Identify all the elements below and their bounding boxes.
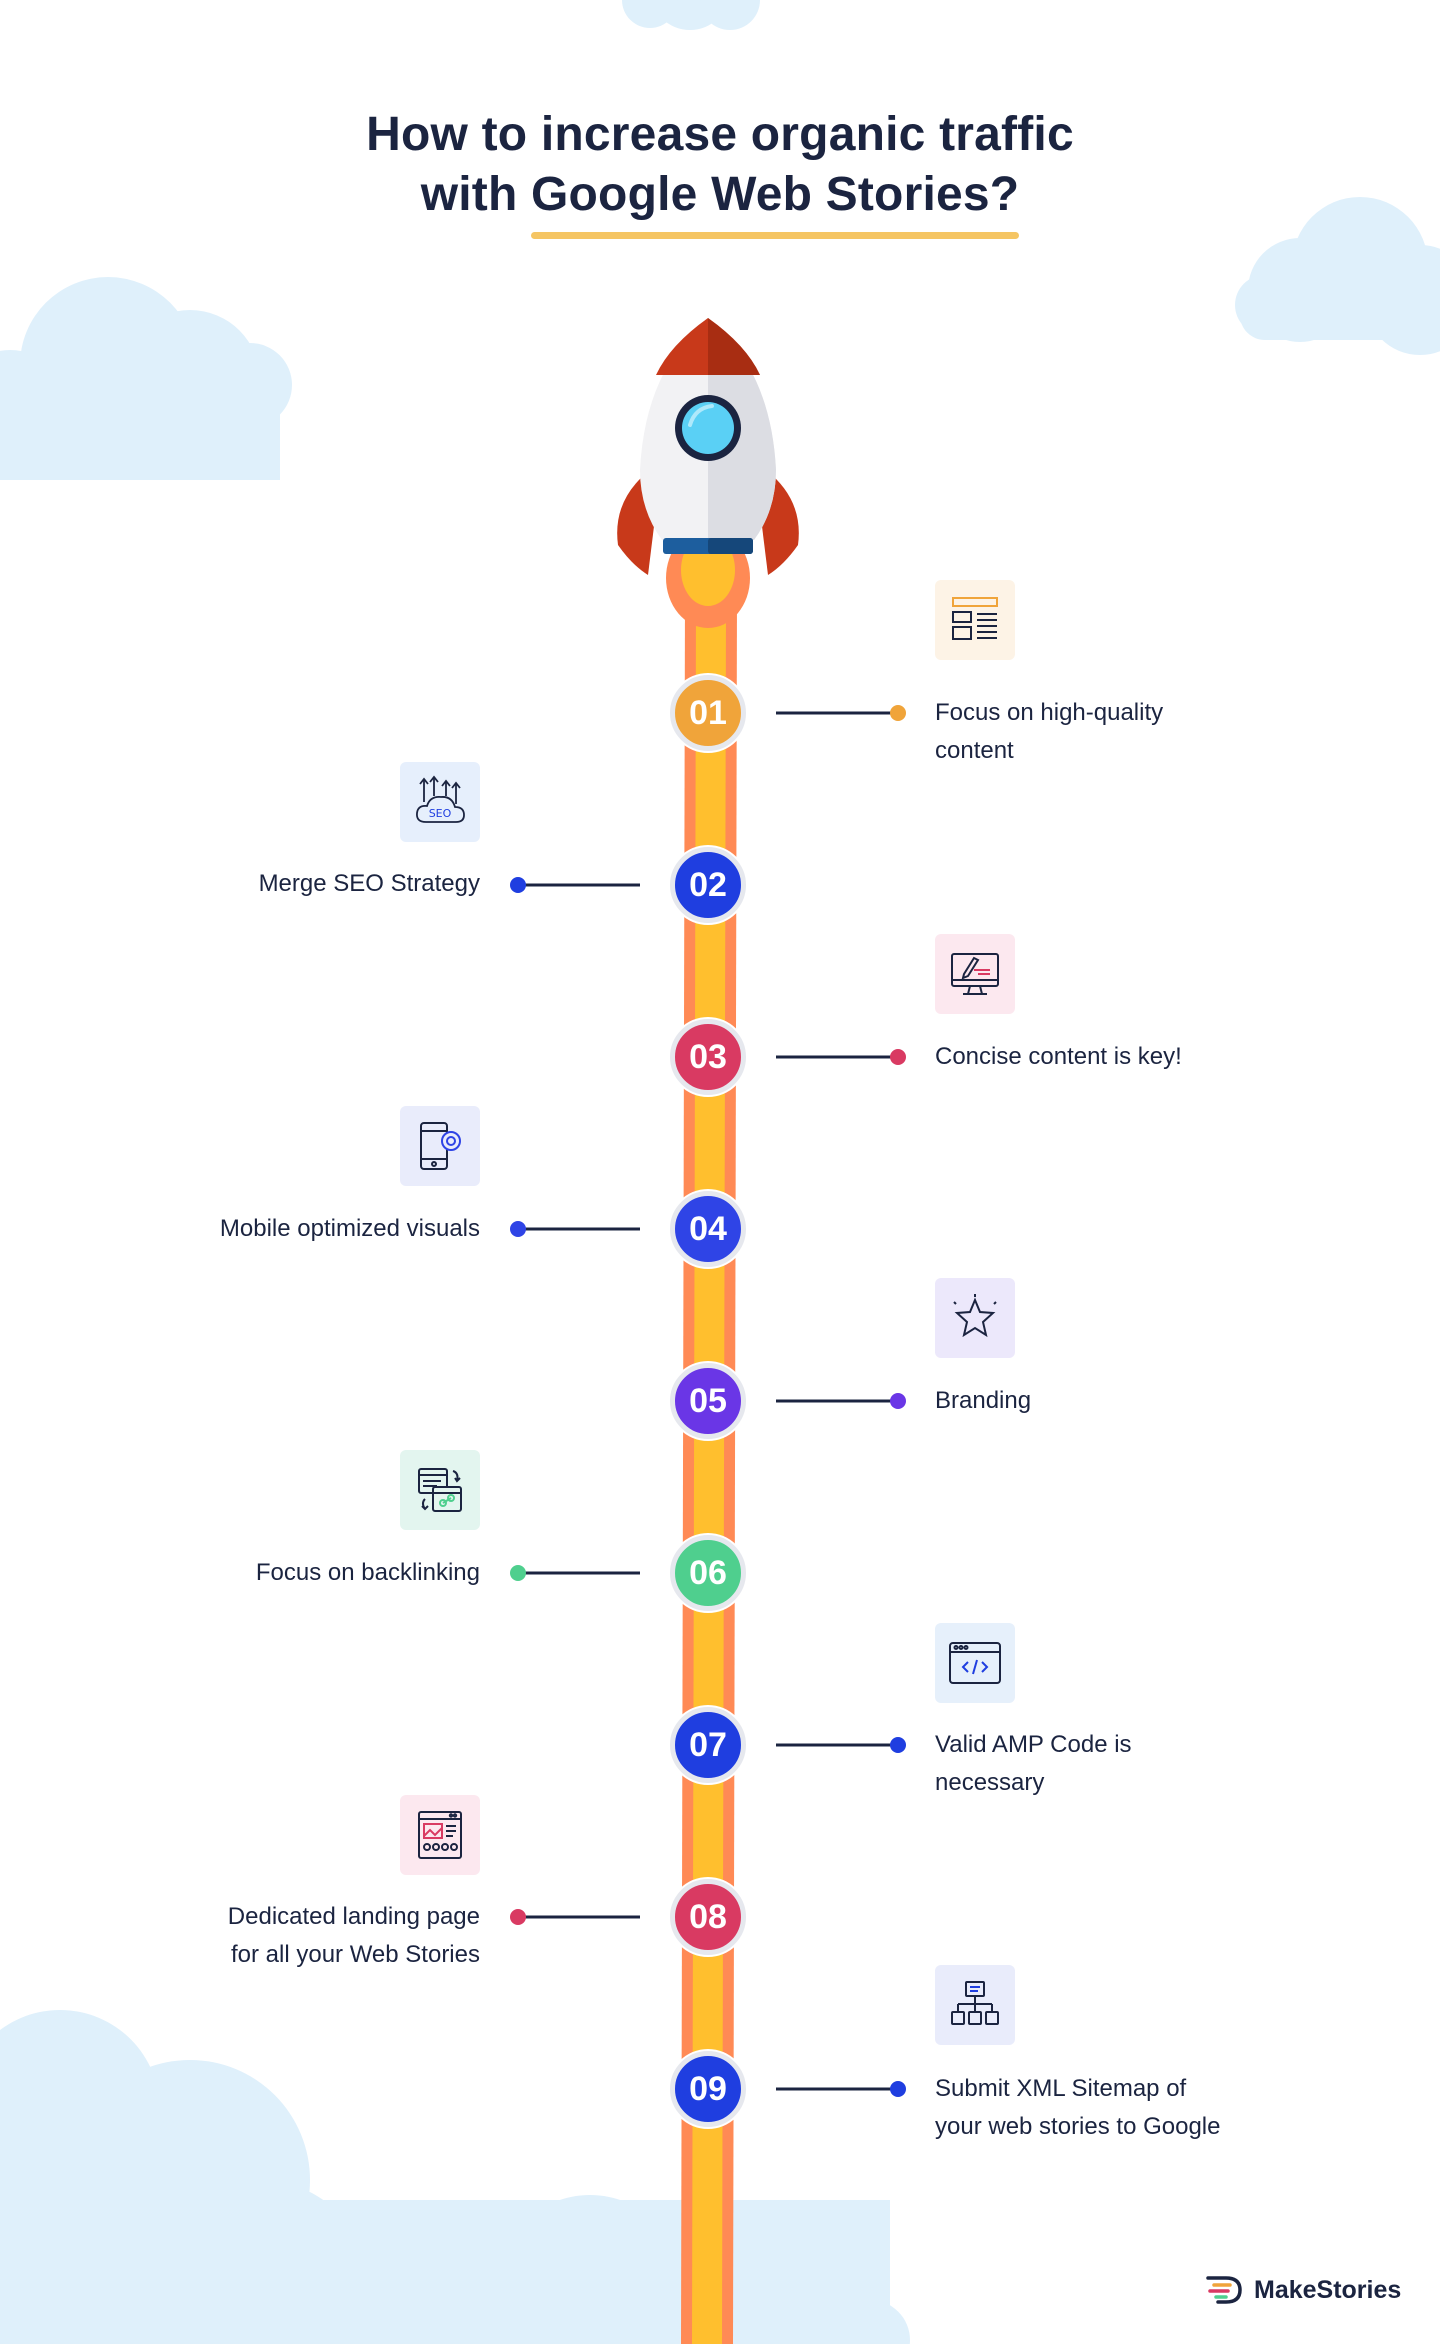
content-layout-icon: [935, 580, 1015, 660]
sitemap-icon: [935, 1965, 1015, 2045]
connector-dot-04: [510, 1221, 526, 1237]
cloud-bottom-left: [0, 2010, 910, 2344]
step-04-badge: 04: [670, 1191, 746, 1267]
step-04-label: Mobile optimized visuals: [219, 1215, 480, 1242]
title-line-2-prefix: with: [420, 168, 531, 221]
brand-name: MakeStories: [1254, 2275, 1402, 2304]
cloud-upper-left: [0, 277, 292, 480]
seo-icon-text: SEO: [429, 807, 452, 820]
step-01-badge: 01: [670, 675, 746, 751]
step-05-badge: 05: [670, 1363, 746, 1439]
connector-dot-07: [890, 1737, 906, 1753]
title-highlight: Google Web Stories?: [531, 165, 1020, 239]
step-03-label: Concise content is key!: [935, 1043, 1182, 1070]
step-08-badge: 08: [670, 1879, 746, 1955]
connector-dot-02: [510, 877, 526, 893]
connector-dot-03: [890, 1049, 906, 1065]
monitor-edit-icon: [935, 934, 1015, 1014]
step-05-label: Branding: [935, 1387, 1032, 1414]
step-02-label: Merge SEO Strategy: [258, 870, 480, 897]
step-06-badge: 06: [670, 1535, 746, 1611]
connector-dot-09: [890, 2081, 906, 2097]
mobile-settings-icon: [400, 1106, 480, 1186]
seo-cloud-icon: SEO: [400, 762, 480, 842]
step-07-badge: 07: [670, 1707, 746, 1783]
rocket-icon: [617, 318, 799, 575]
landing-page-icon: [400, 1795, 480, 1875]
connectors: [522, 711, 893, 2091]
connector-dot-05: [890, 1393, 906, 1409]
connector-dot-08: [510, 1909, 526, 1925]
star-badge-icon: [935, 1278, 1015, 1358]
cloud-upper-right: [1235, 197, 1440, 355]
code-window-icon: [935, 1623, 1015, 1703]
cloud-top-center: [622, 0, 760, 30]
connector-dot-01: [890, 705, 906, 721]
step-09-badge: 09: [670, 2051, 746, 2127]
step-06-label: Focus on backlinking: [255, 1559, 480, 1586]
page-title: How to increase organic traffic with Goo…: [0, 105, 1440, 239]
makestories-logo-icon: [1206, 2276, 1242, 2304]
brand-logo: MakeStories: [1204, 2272, 1401, 2308]
connector-dot-06: [510, 1565, 526, 1581]
step-02-badge: 02: [670, 847, 746, 923]
connector-dots: [510, 705, 906, 2097]
backlink-pages-icon: [400, 1450, 480, 1530]
title-line-1: How to increase organic traffic: [366, 108, 1074, 161]
step-03-badge: 03: [670, 1019, 746, 1095]
